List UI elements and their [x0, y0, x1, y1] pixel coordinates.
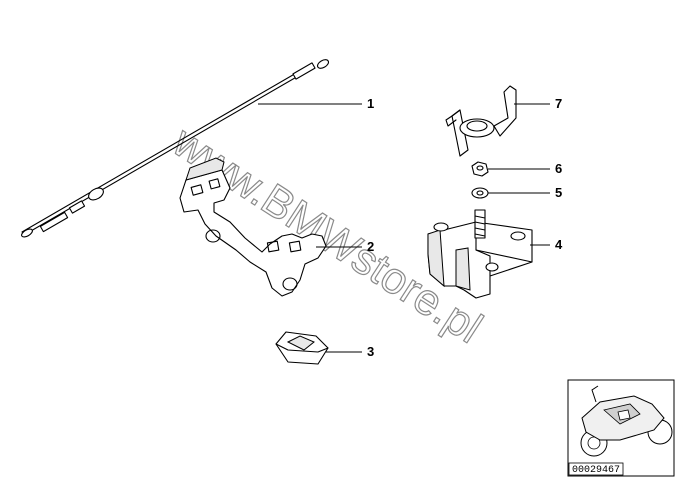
callout-4: 4 [555, 237, 563, 252]
callout-6: 6 [555, 161, 562, 176]
callout-1: 1 [367, 96, 374, 111]
part-4-block [427, 209, 533, 299]
reference-number: 00029467 [572, 465, 620, 476]
part-6-nut [471, 161, 489, 177]
part-1-cable [21, 59, 330, 238]
part-2-bracket [179, 157, 327, 297]
part-3-cap [275, 331, 329, 365]
motorcycle-icon [580, 385, 673, 457]
callout-3: 3 [367, 344, 374, 359]
callout-2: 2 [367, 239, 374, 254]
part-5-washer [471, 187, 489, 199]
part-7-holder [445, 85, 517, 157]
callout-7: 7 [555, 96, 562, 111]
vehicle-thumbnail: 00029467 [567, 379, 675, 477]
callout-5: 5 [555, 185, 562, 200]
